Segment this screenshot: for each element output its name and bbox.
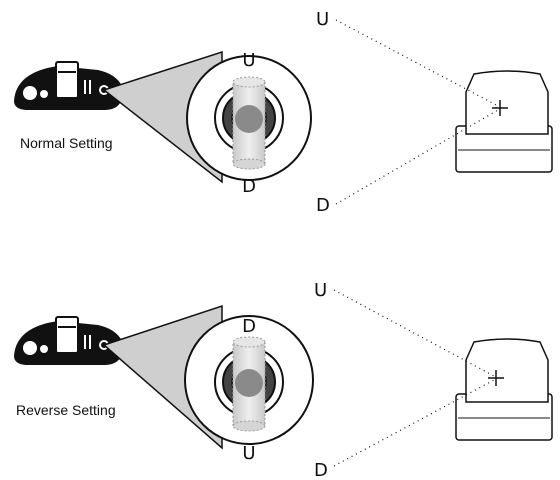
crosshair-icon [488,370,504,386]
remote-controller-icon [14,61,122,110]
normal-screen-top-label: U [316,9,329,30]
joystick-ball [235,105,263,133]
normal-screen-bottom-label: D [316,195,330,216]
reverse-setting-panel: D U Reverse Setting U D [14,280,553,480]
reverse-screen-bottom-label: D [314,460,328,480]
joystick-zoom [184,315,314,445]
reverse-setting-caption: Reverse Setting [16,402,116,418]
normal-lens-top-label: U [242,50,255,71]
joystick-zoom [186,55,312,181]
normal-setting-panel: U D Normal Setting U D [14,9,553,216]
crosshair-icon [492,100,508,116]
normal-setting-caption: Normal Setting [20,135,113,151]
monitor-icon [455,70,553,173]
normal-upper-leader [335,19,499,107]
reverse-screen-top-label: U [314,280,327,301]
joystick-ball [235,369,263,397]
remote-controller-icon [14,316,122,365]
monitor-icon [455,338,553,441]
normal-lens-bottom-label: D [242,176,256,197]
reverse-upper-leader [333,289,495,377]
reverse-lens-top-label: D [242,316,256,337]
reverse-lens-bottom-label: U [242,443,255,464]
reverse-lower-leader [333,379,495,467]
